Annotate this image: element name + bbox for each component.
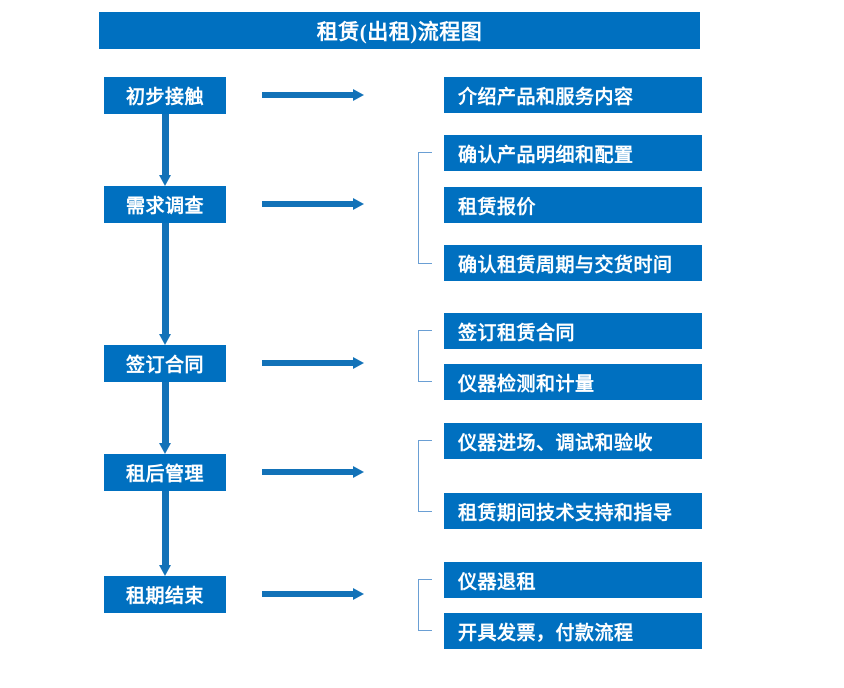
detail-box[interactable]: 确认租赁周期与交货时间 [444, 245, 702, 281]
group-bracket [418, 152, 432, 264]
arrow-head [159, 565, 171, 576]
stage-box[interactable]: 租后管理 [104, 454, 226, 491]
arrow-shaft [162, 223, 169, 334]
flow-arrow-right-icon [262, 588, 364, 600]
detail-box[interactable]: 租赁期间技术支持和指导 [444, 493, 702, 529]
detail-box[interactable]: 仪器进场、调试和验收 [444, 423, 702, 459]
arrow-head [159, 175, 171, 186]
stage-box[interactable]: 签订合同 [104, 345, 226, 382]
arrow-head [353, 198, 364, 210]
flow-arrow-down-icon [159, 382, 171, 454]
arrow-shaft [162, 491, 169, 565]
stage-box[interactable]: 初步接触 [104, 77, 226, 114]
detail-box[interactable]: 租赁报价 [444, 187, 702, 223]
arrow-head [159, 443, 171, 454]
flow-arrow-down-icon [159, 491, 171, 576]
detail-box[interactable]: 仪器退租 [444, 562, 702, 598]
group-bracket [418, 440, 432, 512]
flow-arrow-down-icon [159, 223, 171, 345]
arrow-head [353, 89, 364, 101]
flow-arrow-down-icon [159, 114, 171, 186]
flow-arrow-right-icon [262, 357, 364, 369]
flow-arrow-right-icon [262, 466, 364, 478]
stage-box[interactable]: 租期结束 [104, 576, 226, 613]
arrow-head [353, 588, 364, 600]
diagram-title: 租赁(出租)流程图 [99, 12, 700, 49]
arrow-shaft [162, 114, 169, 175]
flow-arrow-right-icon [262, 89, 364, 101]
arrow-head [353, 357, 364, 369]
arrow-shaft [262, 591, 353, 597]
detail-box[interactable]: 签订租赁合同 [444, 313, 702, 349]
arrow-head [353, 466, 364, 478]
detail-box[interactable]: 仪器检测和计量 [444, 364, 702, 400]
stage-box[interactable]: 需求调查 [104, 186, 226, 223]
detail-box[interactable]: 确认产品明细和配置 [444, 135, 702, 171]
detail-box[interactable]: 开具发票，付款流程 [444, 613, 702, 649]
arrow-shaft [162, 382, 169, 443]
group-bracket [418, 330, 432, 382]
arrow-shaft [262, 92, 353, 98]
group-bracket [418, 579, 432, 631]
arrow-shaft [262, 469, 353, 475]
arrow-shaft [262, 201, 353, 207]
flow-arrow-right-icon [262, 198, 364, 210]
detail-box[interactable]: 介绍产品和服务内容 [444, 77, 702, 113]
arrow-shaft [262, 360, 353, 366]
arrow-head [159, 334, 171, 345]
